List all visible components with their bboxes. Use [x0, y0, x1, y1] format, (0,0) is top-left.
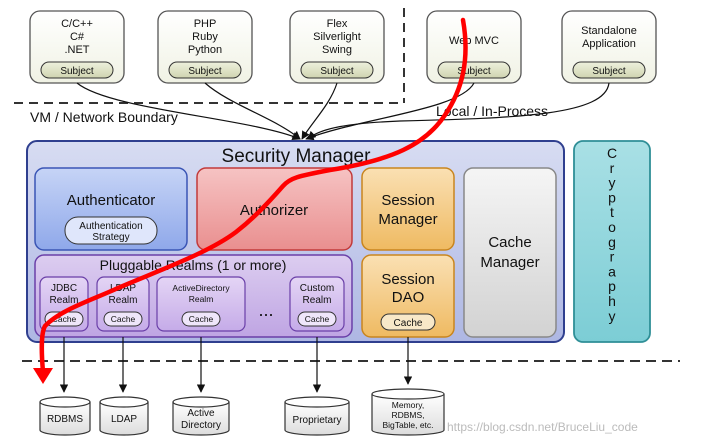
network-boundary-label: VM / Network Boundary: [30, 109, 178, 125]
local-boundary-label: Local / In-Process: [436, 103, 548, 119]
cache-manager-label: Cache: [488, 234, 531, 251]
client-label: Flex: [327, 18, 348, 30]
realm-label: Realm: [109, 295, 138, 306]
realm-label: LDAP: [110, 283, 136, 294]
datastore-label: Proprietary: [293, 415, 342, 426]
realm-custom: Custom Realm Cache: [289, 276, 345, 332]
subject-pill: Subject: [592, 66, 626, 77]
cryptography-letter: p: [608, 278, 616, 294]
realm-activedirectory: ActiveDirectory Realm Cache: [156, 276, 246, 332]
datastore-arrows: [59, 337, 413, 393]
authorizer-title: Authorizer: [240, 202, 308, 219]
datastore-label: LDAP: [111, 414, 137, 425]
cryptography-letter: o: [608, 219, 616, 235]
subject-pill: Subject: [457, 66, 491, 77]
client-label: .NET: [64, 44, 89, 56]
realm-label: ActiveDirectory: [172, 283, 230, 293]
network-boundary: [14, 8, 405, 104]
cache-manager-box: Cache Manager: [463, 167, 557, 338]
datastore-label: Directory: [181, 420, 221, 431]
cryptography-letter: y: [609, 308, 616, 324]
client-label: Web MVC: [449, 35, 499, 47]
datastore-memory: Memory, RDBMS, BigTable, etc.: [371, 388, 445, 436]
datastore-rdbms: RDBMS: [39, 396, 91, 436]
watermark-text: https://blog.csdn.net/BruceLiu_code: [447, 420, 638, 434]
authorizer-box: Authorizer: [196, 167, 353, 251]
client-label: Swing: [322, 44, 352, 56]
cryptography-letter: p: [608, 189, 616, 205]
cryptography-letter: r: [610, 249, 615, 265]
cryptography-letter: C: [607, 145, 617, 161]
client-box-webmvc: Web MVC Subject: [426, 10, 522, 84]
request-flow-path: [33, 17, 468, 384]
realm-label: Realm: [50, 295, 79, 306]
client-label: C/C++: [61, 18, 93, 30]
datastore-ldap: LDAP: [99, 396, 149, 436]
datastore-label: Memory,: [392, 400, 424, 410]
pluggable-realms-title: Pluggable Realms (1 or more): [100, 257, 287, 273]
cache-pill: Cache: [111, 314, 136, 324]
datastore-label: Active: [187, 408, 215, 419]
datastore-label: RDBMS: [47, 414, 83, 425]
cache-pill: Cache: [189, 314, 214, 324]
auth-strategy-label: Authentication: [79, 221, 142, 232]
session-manager-label: Manager: [378, 211, 437, 228]
cache-pill: Cache: [394, 318, 423, 329]
subject-pill: Subject: [320, 66, 354, 77]
cryptography-letter: a: [608, 263, 616, 279]
cryptography-letter: h: [608, 293, 616, 309]
client-label: Python: [188, 44, 222, 56]
client-label: Standalone: [581, 25, 637, 37]
client-label: C#: [70, 31, 85, 43]
session-dao-label: Session: [381, 271, 434, 288]
cryptography-letter: t: [610, 204, 614, 220]
client-label: Silverlight: [313, 31, 361, 43]
session-manager-label: Session: [381, 192, 434, 209]
pluggable-realms-box: Pluggable Realms (1 or more) JDBC Realm …: [34, 254, 353, 338]
cache-pill: Cache: [52, 314, 77, 324]
session-manager-box: Session Manager: [361, 167, 455, 251]
session-dao-box: Session DAO Cache: [361, 254, 455, 338]
client-label: Application: [582, 38, 636, 50]
realm-label: Custom: [300, 283, 334, 294]
subject-pill: Subject: [60, 66, 94, 77]
security-manager-title: Security Manager: [222, 146, 372, 167]
cache-manager-label: Manager: [480, 254, 539, 271]
client-label: PHP: [194, 18, 217, 30]
cache-pill: Cache: [305, 314, 330, 324]
datastore-proprietary: Proprietary: [284, 396, 350, 436]
cryptography-letter: g: [608, 234, 616, 250]
session-dao-label: DAO: [392, 289, 425, 306]
realm-label: Realm: [303, 295, 332, 306]
client-box-flex: Flex Silverlight Swing Subject: [289, 10, 385, 84]
subject-pill: Subject: [188, 66, 222, 77]
auth-strategy-label: Strategy: [92, 232, 129, 243]
datastore-label: BigTable, etc.: [382, 420, 433, 430]
authenticator-box: Authenticator Authentication Strategy: [34, 167, 188, 251]
cryptography-letter: y: [609, 175, 616, 191]
client-box-php: PHP Ruby Python Subject: [157, 10, 253, 84]
realm-label: Realm: [189, 294, 214, 304]
datastore-active-directory: Active Directory: [172, 396, 230, 436]
authenticator-title: Authenticator: [67, 192, 155, 209]
cryptography-letter: r: [610, 160, 615, 176]
client-label: Ruby: [192, 31, 218, 43]
realms-ellipsis: ...: [258, 300, 273, 320]
client-box-standalone: Standalone Application Subject: [561, 10, 657, 84]
client-box-cpp: C/C++ C# .NET Subject: [29, 10, 125, 84]
datastore-label: RDBMS,: [391, 410, 424, 420]
realm-label: JDBC: [51, 283, 77, 294]
